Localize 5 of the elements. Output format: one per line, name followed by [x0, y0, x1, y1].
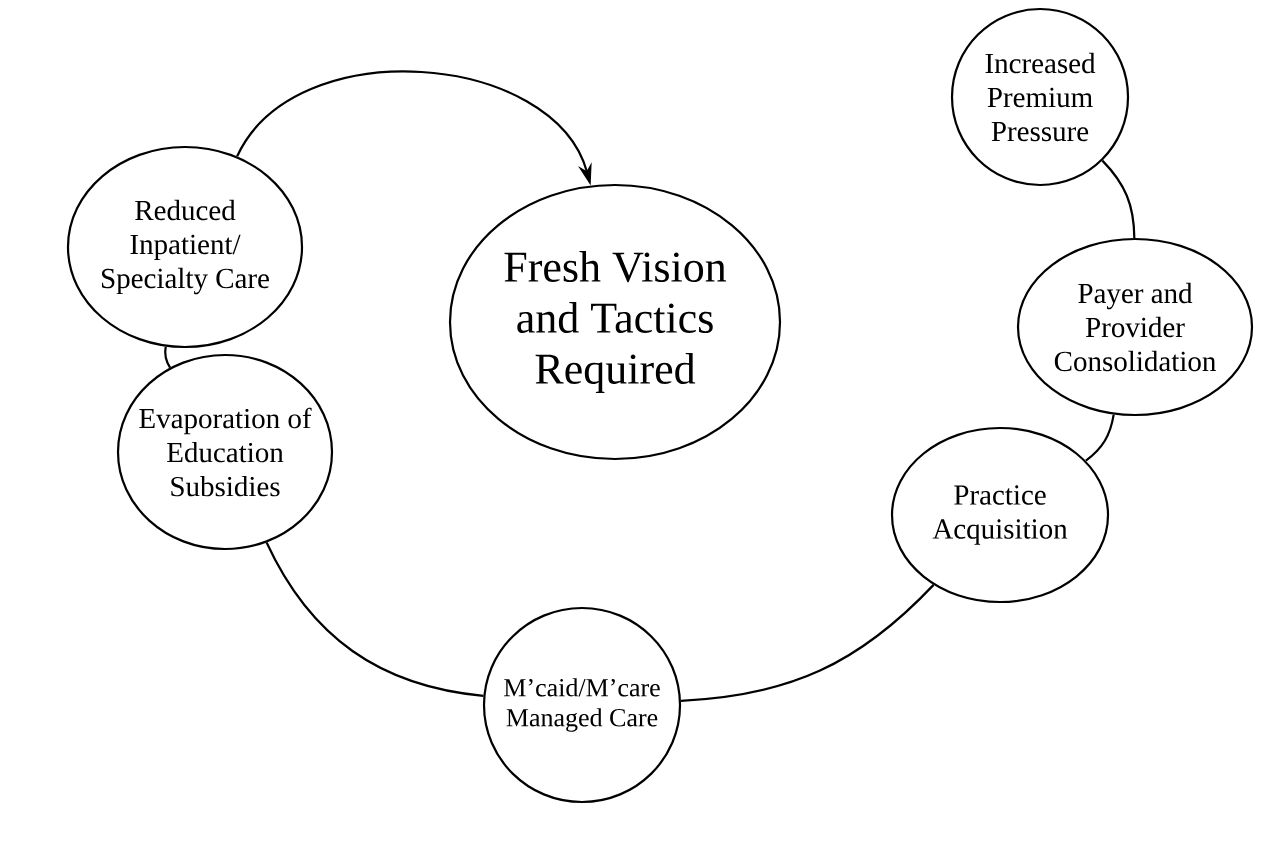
connector-line — [1101, 159, 1136, 238]
connector-line — [680, 584, 935, 702]
connector-line — [164, 346, 171, 369]
connector-line — [1085, 414, 1115, 462]
connector-line — [265, 542, 484, 697]
